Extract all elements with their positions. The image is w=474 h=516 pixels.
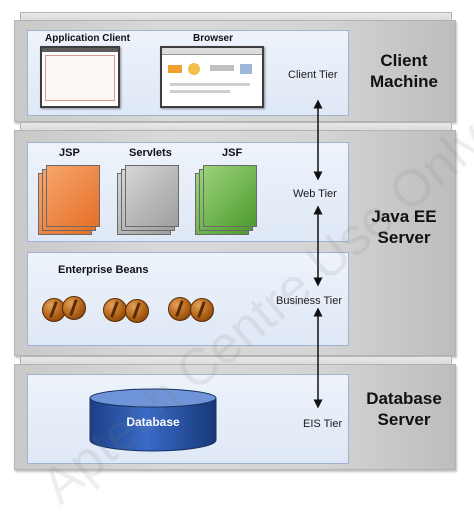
database-top [89, 388, 217, 408]
database-cylinder [89, 388, 217, 452]
browser-toolbar [162, 48, 262, 55]
jsp-sheet [46, 165, 100, 227]
browser-graphic [188, 63, 200, 75]
browser-content [162, 55, 262, 105]
client-machine-label: Client Machine [369, 51, 439, 91]
browser-graphic [240, 64, 252, 74]
browser-graphic [170, 90, 230, 93]
window-content [45, 55, 115, 101]
client-tier-label: Client Tier [288, 69, 338, 81]
eis-tier-label: EIS Tier [303, 418, 343, 430]
jsf-label: JSF [222, 147, 243, 159]
application-client-window [40, 46, 120, 108]
business-tier-label: Business Tier [276, 295, 343, 307]
servlets-label: Servlets [129, 147, 172, 159]
bean-icon [190, 298, 214, 322]
bean-icon [168, 297, 192, 321]
browser-window [160, 46, 264, 108]
browser-graphic [168, 65, 182, 73]
java-ee-server-label: Java EE Server [371, 207, 437, 247]
servlets-sheet [125, 165, 179, 227]
browser-graphic [170, 83, 250, 86]
database-server-label: Database Server [366, 389, 442, 429]
application-client-label: Application Client [45, 33, 130, 44]
enterprise-beans-label: Enterprise Beans [58, 264, 149, 276]
tier-connectors [313, 99, 323, 409]
bean-icon [125, 299, 149, 323]
jsp-label: JSP [59, 147, 80, 159]
bean-icon [62, 296, 86, 320]
database-label: Database [126, 415, 180, 429]
browser-graphic [210, 65, 234, 71]
web-tier-label: Web Tier [293, 188, 337, 200]
jsf-sheet [203, 165, 257, 227]
browser-label: Browser [193, 33, 234, 44]
window-titlebar [42, 48, 118, 52]
bean-icon [103, 298, 127, 322]
database-body [89, 397, 217, 452]
